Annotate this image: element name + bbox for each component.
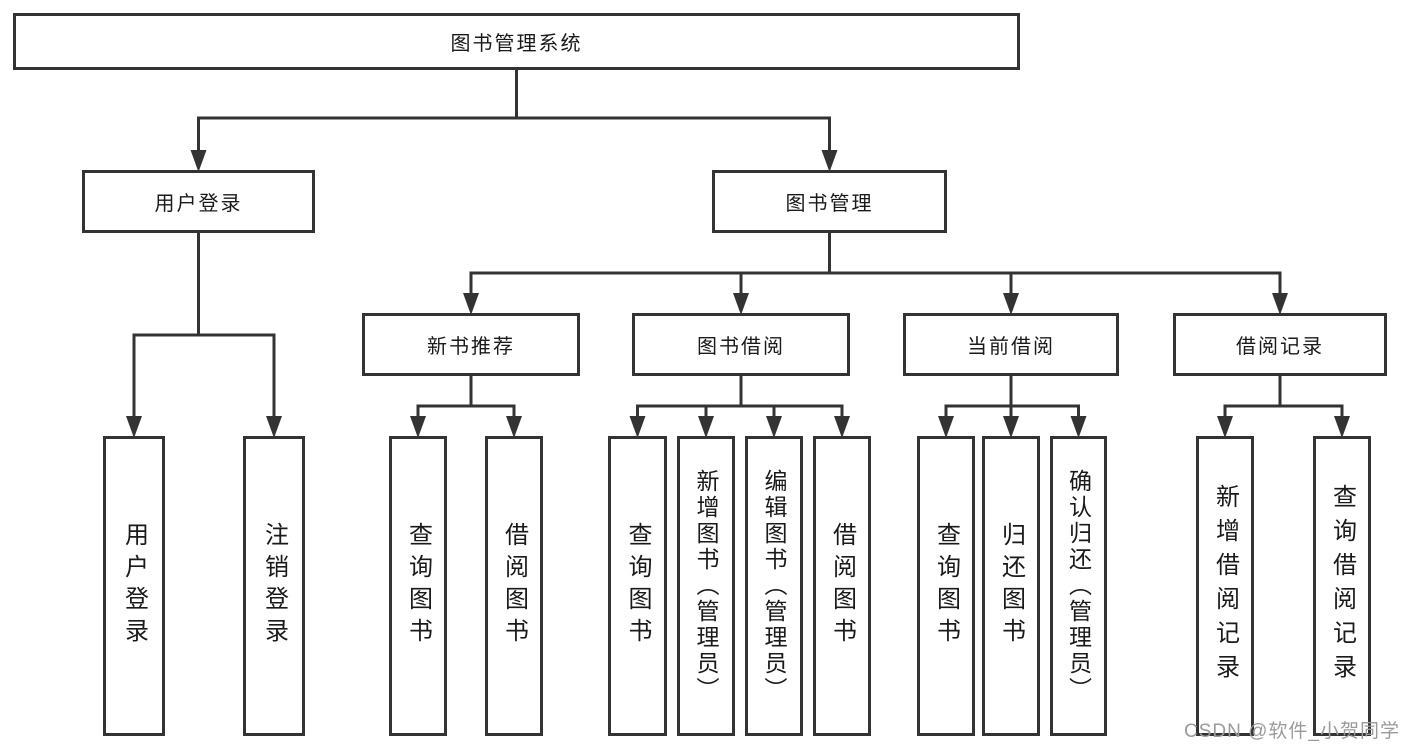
query-books-borrowing-label: 查询图书 [624,522,651,650]
library-management-system-label: 图书管理系统 [450,33,583,55]
book-borrowing-box: 图书借阅 [632,313,850,376]
add-borrowing-record-label: 新增借阅记录 [1211,484,1239,688]
logout-action-label: 注销登录 [260,522,288,650]
edit-book-admin-box: 编辑图书（管理员） [745,436,803,736]
user-login-label: 用户登录 [154,193,243,215]
edit-book-admin-label: 编辑图书（管理员） [761,469,787,703]
confirm-return-admin-box: 确认归还（管理员） [1050,436,1107,736]
watermark: CSDN @软件_小贺同学 [1184,721,1400,742]
borrowing-records-box: 借阅记录 [1173,313,1387,376]
add-borrowing-record-box: 新增借阅记录 [1196,436,1254,736]
query-books-borrowing-box: 查询图书 [608,436,667,736]
book-management-label: 图书管理 [785,193,874,215]
query-books-current-label: 查询图书 [932,522,960,650]
borrow-books-recommend-box: 借阅图书 [485,436,543,736]
library-management-system-box: 图书管理系统 [13,13,1020,70]
borrow-books-borrowing-box: 借阅图书 [813,436,871,736]
new-book-recommendation-box: 新书推荐 [362,313,580,376]
query-borrowing-record-label: 查询借阅记录 [1328,484,1356,688]
query-books-recommend-box: 查询图书 [389,436,447,736]
new-book-recommendation-label: 新书推荐 [427,336,515,358]
user-login-action-box: 用户登录 [103,436,165,736]
query-borrowing-record-box: 查询借阅记录 [1313,436,1371,736]
return-books-box: 归还图书 [982,436,1040,736]
book-borrowing-label: 图书借阅 [697,336,785,358]
borrow-books-recommend-label: 借阅图书 [500,522,528,650]
user-login-box: 用户登录 [82,170,315,233]
current-borrowing-box: 当前借阅 [903,313,1119,376]
query-books-recommend-label: 查询图书 [404,522,432,650]
borrowing-records-label: 借阅记录 [1236,336,1324,358]
add-book-admin-label: 新增图书（管理员） [693,469,719,703]
current-borrowing-label: 当前借阅 [967,336,1055,358]
confirm-return-admin-label: 确认归还（管理员） [1065,469,1092,703]
query-books-current-box: 查询图书 [917,436,975,736]
add-book-admin-box: 新增图书（管理员） [677,436,735,736]
book-management-box: 图书管理 [712,170,947,233]
borrow-books-borrowing-label: 借阅图书 [828,522,856,650]
return-books-label: 归还图书 [997,522,1025,650]
user-login-action-label: 用户登录 [120,522,148,650]
logout-action-box: 注销登录 [243,436,305,736]
